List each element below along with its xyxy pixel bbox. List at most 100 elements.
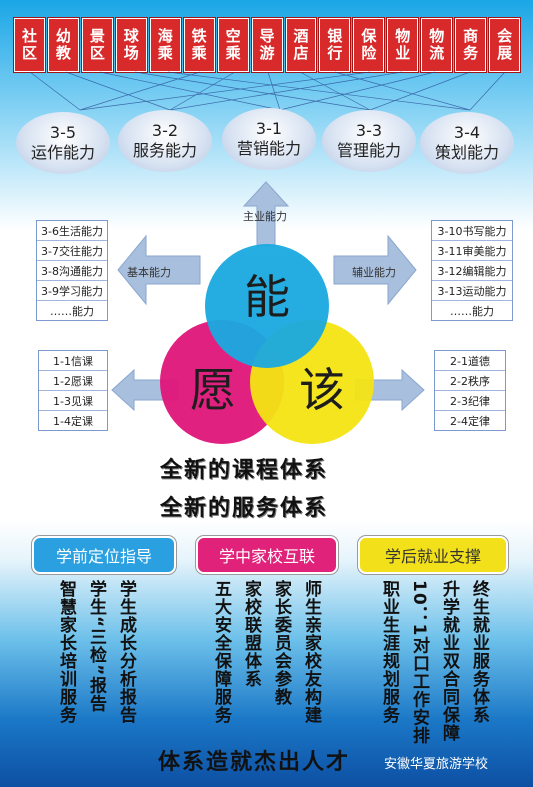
industry-char: 乘 bbox=[225, 44, 241, 62]
ability-code: 3-2 bbox=[151, 121, 179, 140]
industry-char: 会 bbox=[497, 27, 513, 45]
phase-pill-post: 学后就业支撑 bbox=[358, 536, 508, 574]
ability-name: 营销能力 bbox=[236, 139, 301, 158]
industry-char: 险 bbox=[361, 44, 377, 62]
industry-char: 店 bbox=[293, 44, 309, 62]
footer-slogan: 体系造就杰出人才 bbox=[158, 749, 351, 775]
aux-ability-list: 3-10书写能力 3-11审美能力 3-12编辑能力 3-13运动能力 ……能力 bbox=[431, 220, 513, 321]
industry-char: 球 bbox=[123, 27, 139, 45]
phase-item: 升学就业双合同保障 bbox=[439, 580, 459, 742]
phase-item: 智慧家长培训服务 bbox=[56, 580, 76, 724]
industry-char: 务 bbox=[463, 44, 479, 62]
list-item: 3-12编辑能力 bbox=[432, 261, 512, 281]
list-item: 1-3见课 bbox=[39, 391, 107, 411]
industry-char: 导 bbox=[259, 27, 275, 45]
ability-name: 运作能力 bbox=[30, 143, 95, 162]
phase-item: 师生亲家校友构建 bbox=[301, 580, 321, 724]
industry-tag: 空乘 bbox=[217, 18, 249, 72]
industry-tag: 物流 bbox=[421, 18, 453, 72]
phase-pill-pre: 学前定位指导 bbox=[32, 536, 176, 574]
phase-item: 终生就业服务体系 bbox=[469, 580, 489, 724]
should-course-list: 2-1道德 2-2秩序 2-3纪律 2-4定律 bbox=[434, 350, 506, 431]
industry-row: 社区幼教景区球场海乘铁乘空乘导游酒店银行保险物业物流商务会展 bbox=[14, 18, 521, 72]
list-item: ……能力 bbox=[50, 304, 94, 318]
industry-tag: 会展 bbox=[489, 18, 521, 72]
industry-char: 展 bbox=[497, 44, 513, 62]
aux-ability-label: 辅业能力 bbox=[352, 266, 396, 279]
industry-tag: 球场 bbox=[115, 18, 147, 72]
industry-char: 区 bbox=[21, 44, 37, 62]
industry-char: 保 bbox=[361, 27, 377, 45]
ability-code: 3-4 bbox=[453, 123, 481, 142]
industry-tag: 银行 bbox=[319, 18, 351, 72]
basic-ability-label: 基本能力 bbox=[127, 266, 171, 279]
industry-char: 空 bbox=[225, 27, 241, 45]
industry-char: 场 bbox=[123, 44, 139, 62]
industry-tag: 酒店 bbox=[285, 18, 317, 72]
industry-char: 幼 bbox=[55, 27, 71, 45]
phase-item: 五大安全保障服务 bbox=[211, 580, 231, 724]
industry-tag: 景区 bbox=[81, 18, 113, 72]
list-item: 3-11审美能力 bbox=[432, 241, 512, 261]
list-item: 2-1道德 bbox=[435, 351, 505, 371]
industry-tag: 铁乘 bbox=[183, 18, 215, 72]
ability-ellipse-1: 3-5 运作能力 bbox=[16, 112, 110, 174]
course-system-title: 全新的课程体系 bbox=[160, 457, 329, 483]
industry-char: 教 bbox=[55, 44, 71, 62]
industry-char: 铁 bbox=[191, 27, 207, 45]
list-item: 1-2愿课 bbox=[39, 371, 107, 391]
will-course-list: 1-1信课 1-2愿课 1-3见课 1-4定课 bbox=[38, 350, 108, 431]
ability-ellipse-2: 3-2 服务能力 bbox=[118, 110, 212, 172]
phase-pill-mid: 学中家校互联 bbox=[196, 536, 338, 574]
industry-char: 商 bbox=[463, 27, 479, 45]
industry-tag: 社区 bbox=[14, 18, 45, 72]
industry-char: 景 bbox=[89, 27, 105, 45]
ability-circle: 能 bbox=[205, 244, 329, 368]
ability-name: 策划能力 bbox=[434, 143, 499, 162]
industry-tag: 保险 bbox=[353, 18, 385, 72]
list-item: 3-9学习能力 bbox=[37, 281, 107, 301]
industry-char: 物 bbox=[429, 27, 445, 45]
list-item: 2-3纪律 bbox=[435, 391, 505, 411]
ability-name: 服务能力 bbox=[132, 141, 197, 160]
industry-char: 海 bbox=[157, 27, 173, 45]
phase-item: 职业生涯规划服务 bbox=[379, 580, 399, 724]
industry-tag: 导游 bbox=[251, 18, 283, 72]
industry-tag: 商务 bbox=[455, 18, 487, 72]
list-item: ……能力 bbox=[450, 304, 494, 318]
industry-char: 酒 bbox=[293, 27, 309, 45]
ability-ellipse-3: 3-1 营销能力 bbox=[222, 108, 316, 170]
industry-char: 区 bbox=[89, 44, 105, 62]
ability-code: 3-5 bbox=[49, 123, 77, 142]
industry-char: 银 bbox=[327, 27, 343, 45]
list-item: 2-4定律 bbox=[450, 414, 490, 428]
list-item: 3-6生活能力 bbox=[37, 221, 107, 241]
list-item: 2-2秩序 bbox=[435, 371, 505, 391]
industry-tag: 海乘 bbox=[149, 18, 181, 72]
main-ability-label: 主业能力 bbox=[243, 210, 287, 223]
list-item: 1-4定课 bbox=[53, 414, 93, 428]
industry-tag: 幼教 bbox=[47, 18, 79, 72]
ability-code: 3-3 bbox=[355, 121, 383, 140]
industry-char: 乘 bbox=[157, 44, 173, 62]
industry-char: 游 bbox=[259, 44, 275, 62]
ability-char: 能 bbox=[244, 270, 290, 324]
industry-char: 物 bbox=[395, 27, 411, 45]
phase-item: 10：1对口工作安排 bbox=[409, 580, 429, 745]
industry-char: 乘 bbox=[191, 44, 207, 62]
list-item: 1-1信课 bbox=[39, 351, 107, 371]
phase-item: 家长委员会参教 bbox=[271, 580, 291, 706]
watermark: 安徽华夏旅游学校 bbox=[384, 757, 489, 772]
industry-char: 业 bbox=[395, 44, 411, 62]
service-system-title: 全新的服务体系 bbox=[160, 495, 329, 521]
industry-char: 流 bbox=[429, 44, 445, 62]
ability-ellipse-4: 3-3 管理能力 bbox=[322, 110, 416, 172]
should-char: 该 bbox=[299, 363, 345, 417]
industry-char: 行 bbox=[327, 44, 343, 62]
will-char: 愿 bbox=[190, 363, 236, 417]
phase-item: 学生成长分析报告 bbox=[116, 580, 136, 724]
ability-name: 管理能力 bbox=[336, 141, 401, 160]
phase-item: 学生“三检”报告 bbox=[86, 580, 106, 713]
ability-code: 3-1 bbox=[255, 119, 283, 138]
industry-tag: 物业 bbox=[387, 18, 419, 72]
